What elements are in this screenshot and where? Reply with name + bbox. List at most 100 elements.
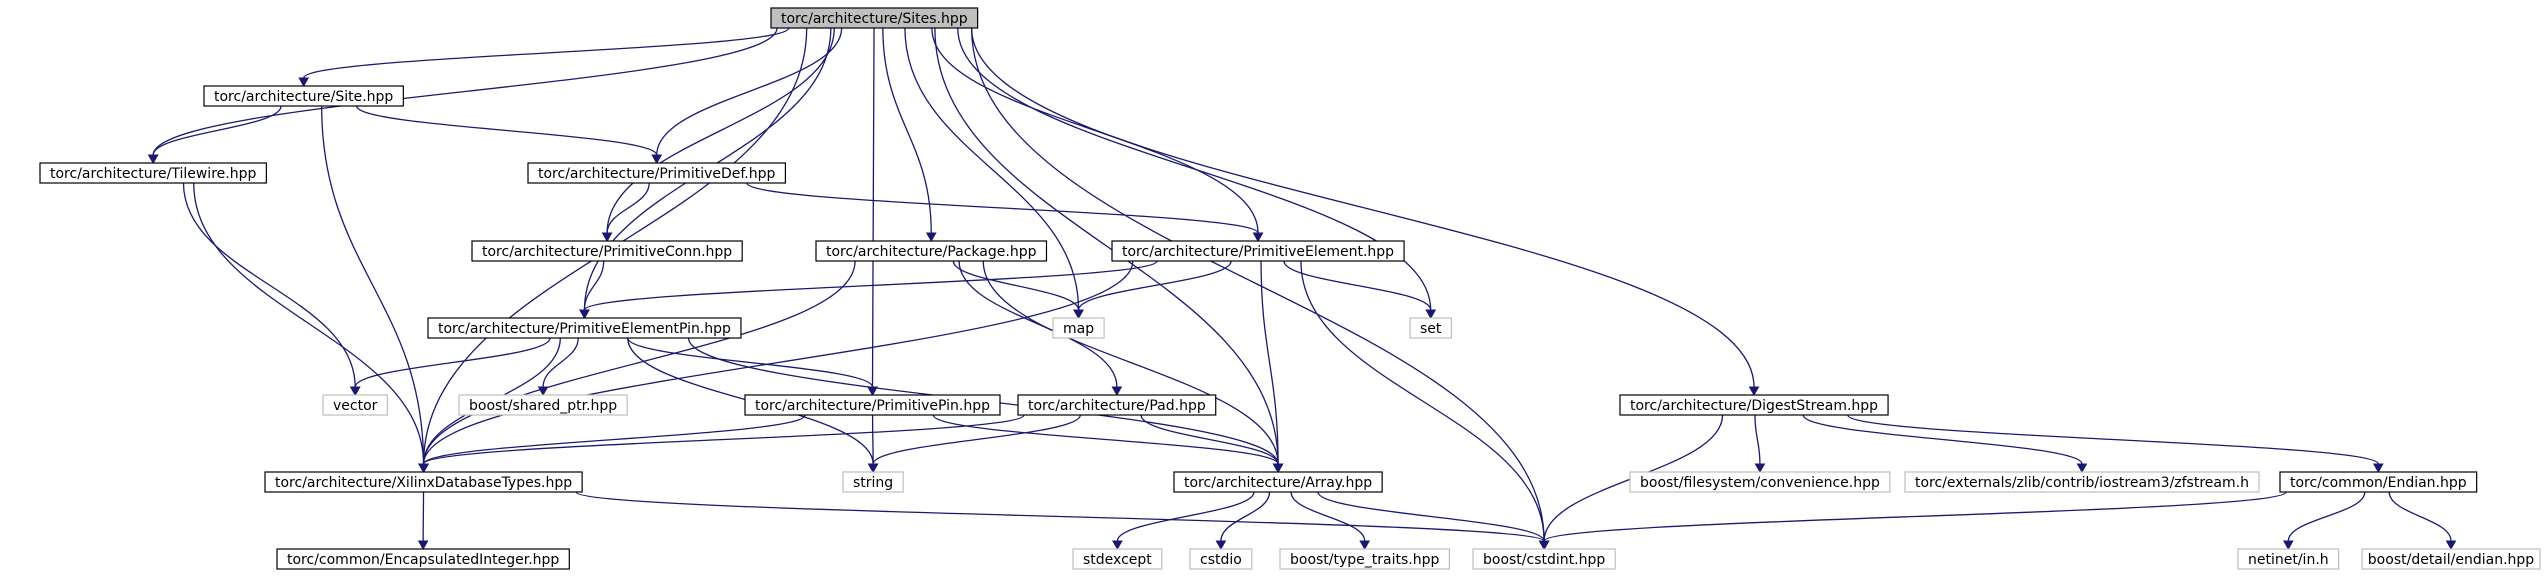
node-site[interactable]: torc/architecture/Site.hpp bbox=[203, 85, 404, 107]
edge-array-to-cstdio bbox=[1215, 491, 1271, 551]
node-label: torc/architecture/Array.hpp bbox=[1184, 475, 1372, 491]
node-string[interactable]: string bbox=[842, 471, 904, 493]
node-label: boost/cstdint.hpp bbox=[1483, 552, 1605, 568]
edge-line bbox=[746, 182, 1259, 234]
edge-array-to-typetraits bbox=[1290, 491, 1371, 551]
edge-line bbox=[422, 260, 856, 465]
edge-line bbox=[871, 27, 875, 388]
node-typetraits[interactable]: boost/type_traits.hpp bbox=[1279, 548, 1450, 570]
arrowhead bbox=[1252, 232, 1264, 243]
edge-site-to-primdef bbox=[355, 105, 663, 165]
node-label: stdexcept bbox=[1083, 552, 1152, 568]
node-box bbox=[2237, 548, 2340, 570]
node-box bbox=[276, 548, 570, 570]
node-box bbox=[842, 471, 904, 493]
edge-line bbox=[872, 414, 1081, 465]
node-stdexcept[interactable]: stdexcept bbox=[1072, 548, 1163, 570]
edge-line bbox=[2287, 491, 2366, 542]
node-box bbox=[471, 240, 743, 262]
node-cstdio[interactable]: cstdio bbox=[1189, 548, 1253, 570]
node-box bbox=[1629, 471, 1891, 493]
edge-tilewire-to-vector bbox=[182, 182, 361, 397]
edge-pad-to-array bbox=[1140, 414, 1284, 474]
node-netinet[interactable]: netinet/in.h bbox=[2237, 548, 2340, 570]
edge-line bbox=[1283, 260, 1432, 311]
node-encint[interactable]: torc/common/EncapsulatedInteger.hpp bbox=[276, 548, 570, 570]
node-primelem[interactable]: torc/architecture/PrimitiveElement.hpp bbox=[1111, 240, 1405, 262]
edge-digest-to-zfstream bbox=[1802, 414, 2088, 474]
edge-digest-to-endian bbox=[1847, 414, 2384, 474]
node-primpin[interactable]: torc/architecture/PrimitivePin.hpp bbox=[744, 394, 1001, 416]
node-label: map bbox=[1063, 321, 1094, 337]
node-box bbox=[1409, 317, 1453, 339]
node-label: set bbox=[1420, 321, 1442, 337]
arrowhead bbox=[1359, 540, 1371, 551]
edge-layer bbox=[147, 27, 2457, 551]
node-label: torc/architecture/Package.hpp bbox=[826, 244, 1037, 260]
node-pad[interactable]: torc/architecture/Pad.hpp bbox=[1017, 394, 1217, 416]
edge-line bbox=[656, 27, 843, 156]
edge-line bbox=[1802, 414, 2083, 465]
arrowhead bbox=[537, 386, 549, 397]
arrowhead bbox=[1425, 309, 1437, 320]
edge-sites-to-primconn bbox=[601, 27, 835, 243]
node-label: torc/architecture/Site.hpp bbox=[214, 89, 393, 105]
node-primconn[interactable]: torc/architecture/PrimitiveConn.hpp bbox=[471, 240, 743, 262]
node-cstdint[interactable]: boost/cstdint.hpp bbox=[1472, 548, 1616, 570]
arrowhead bbox=[651, 154, 663, 165]
arrowhead bbox=[1748, 386, 1760, 397]
node-box bbox=[2361, 548, 2541, 570]
node-label: boost/filesystem/convenience.hpp bbox=[1640, 475, 1880, 491]
edge-line bbox=[1847, 414, 2379, 465]
node-label: boost/detail/endian.hpp bbox=[2368, 552, 2535, 568]
node-map[interactable]: map bbox=[1052, 317, 1105, 339]
node-box bbox=[2279, 471, 2478, 493]
edge-line bbox=[952, 260, 1080, 311]
arrowhead bbox=[1754, 463, 1766, 474]
edge-endian-to-cstdint bbox=[1538, 491, 2287, 551]
node-tilewire[interactable]: torc/architecture/Tilewire.hpp bbox=[39, 162, 267, 184]
edge-line bbox=[182, 182, 356, 388]
node-sites[interactable]: torc/architecture/Sites.hpp bbox=[770, 7, 979, 29]
node-endian[interactable]: torc/common/Endian.hpp bbox=[2279, 471, 2478, 493]
edge-array-to-stdexcept bbox=[1112, 491, 1255, 551]
node-label: torc/architecture/Tilewire.hpp bbox=[50, 166, 256, 182]
edge-line bbox=[1317, 491, 1545, 542]
node-xdbt[interactable]: torc/architecture/XilinxDatabaseTypes.hp… bbox=[264, 471, 583, 493]
edge-primconn-to-primelempin bbox=[579, 260, 605, 320]
arrowhead bbox=[147, 154, 159, 165]
node-digest[interactable]: torc/architecture/DigestStream.hpp bbox=[1619, 394, 1889, 416]
edge-line bbox=[871, 414, 874, 465]
edge-primelem-to-cstdint bbox=[1300, 260, 1550, 551]
node-package[interactable]: torc/architecture/Package.hpp bbox=[815, 240, 1048, 262]
edge-line bbox=[1290, 491, 1366, 542]
node-fsconv[interactable]: boost/filesystem/convenience.hpp bbox=[1629, 471, 1891, 493]
node-primelempin[interactable]: torc/architecture/PrimitiveElementPin.hp… bbox=[427, 317, 742, 339]
node-bdendian[interactable]: boost/detail/endian.hpp bbox=[2361, 548, 2541, 570]
edge-primelem-to-array bbox=[1260, 260, 1284, 474]
node-box bbox=[1111, 240, 1405, 262]
node-label: torc/common/EncapsulatedInteger.hpp bbox=[287, 552, 559, 568]
node-zfstream[interactable]: torc/externals/zlib/contrib/iostream3/zf… bbox=[1904, 471, 2260, 493]
node-box bbox=[427, 317, 742, 339]
edge-line bbox=[583, 260, 1158, 311]
edge-pad-to-xdbt bbox=[418, 414, 1025, 474]
edge-sites-to-cstdint bbox=[970, 27, 1550, 551]
node-primdef[interactable]: torc/architecture/PrimitiveDef.hpp bbox=[527, 162, 787, 184]
node-sharedptr[interactable]: boost/shared_ptr.hpp bbox=[458, 394, 628, 416]
node-box bbox=[458, 394, 628, 416]
arrowhead bbox=[298, 77, 310, 88]
edge-line bbox=[1140, 414, 1279, 465]
edge-line bbox=[193, 182, 425, 465]
edge-xdbt-to-encint bbox=[417, 491, 429, 551]
arrowhead bbox=[579, 309, 590, 320]
edge-sites-to-site bbox=[298, 27, 790, 88]
node-array[interactable]: torc/architecture/Array.hpp bbox=[1173, 471, 1383, 493]
edge-primelempin-to-sharedptr bbox=[537, 337, 579, 397]
edge-line bbox=[422, 414, 1025, 465]
node-label: torc/architecture/PrimitiveDef.hpp bbox=[538, 166, 776, 182]
node-box bbox=[1072, 548, 1163, 570]
node-box bbox=[322, 394, 389, 416]
node-set[interactable]: set bbox=[1409, 317, 1453, 339]
node-vector[interactable]: vector bbox=[322, 394, 389, 416]
